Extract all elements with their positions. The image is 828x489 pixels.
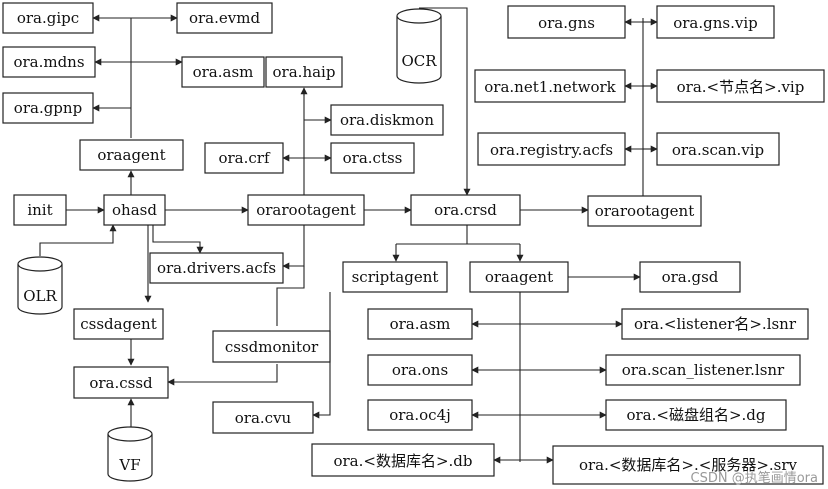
node-oraagent1-label: oraagent (97, 146, 165, 164)
node-cssd: ora.cssd (73, 366, 169, 399)
node-gipc: ora.gipc (2, 2, 94, 34)
node-asm-top-label: ora.asm (193, 63, 254, 81)
node-scan-vip: ora.scan.vip (656, 132, 780, 166)
node-drivers-acfs: ora.drivers.acfs (149, 252, 284, 284)
node-registry-acfs: ora.registry.acfs (477, 132, 626, 166)
edge-cssdmonitor-cssd (167, 364, 278, 386)
edge-olr-ohasd (39, 224, 117, 256)
ocr-label: OCR (401, 52, 437, 70)
vf-storage: VF (107, 426, 153, 482)
node-orarootagent2: orarootagent (587, 195, 702, 227)
node-evmd: ora.evmd (176, 2, 273, 34)
node-asm-label: ora.asm (390, 315, 451, 333)
vf-label: VF (118, 456, 140, 474)
ocr-cylinder-top (396, 8, 442, 24)
node-haip: ora.haip (265, 56, 343, 88)
node-ohasd: ohasd (103, 194, 166, 226)
node-asm: ora.asm (367, 308, 473, 340)
node-scriptagent-label: scriptagent (352, 268, 439, 286)
node-ctss-label: ora.ctss (343, 149, 403, 167)
node-cssd-label: ora.cssd (89, 374, 153, 392)
node-ctss: ora.ctss (330, 142, 415, 174)
node-scan-lsnr: ora.scan_listener.lsnr (605, 354, 801, 386)
edge-orarootagent1-cssdmonitor (276, 266, 305, 326)
node-cssdagent-label: cssdagent (80, 315, 157, 333)
node-net1: ora.net1.network (474, 69, 626, 103)
node-node-vip: ora.<节点名>.vip (656, 69, 825, 103)
node-oraagent2: oraagent (469, 261, 569, 293)
node-dg-label: ora.<磁盘组名>.dg (626, 406, 765, 424)
ocr-storage: OCR (396, 8, 442, 84)
node-asm-top: ora.asm (181, 56, 265, 88)
node-net1-label: ora.net1.network (484, 78, 616, 96)
node-crsd: ora.crsd (410, 194, 521, 226)
node-mdns-label: ora.mdns (13, 53, 84, 71)
node-gpnp: ora.gpnp (2, 92, 94, 124)
node-gns: ora.gns (507, 5, 626, 39)
node-crsd-label: ora.crsd (434, 201, 497, 219)
node-dg: ora.<磁盘组名>.dg (605, 399, 787, 431)
node-init: init (13, 194, 67, 226)
node-ohasd-label: ohasd (112, 201, 157, 219)
node-gns-vip-label: ora.gns.vip (673, 14, 758, 32)
node-scan-vip-label: ora.scan.vip (672, 141, 764, 159)
vf-cylinder-top (107, 426, 153, 442)
node-diskmon-label: ora.diskmon (340, 111, 434, 129)
vf-cylinder-body (107, 434, 153, 482)
node-scriptagent: scriptagent (342, 261, 448, 293)
node-cssdagent: cssdagent (73, 308, 164, 340)
node-lsnr-label: ora.<listener名>.lsnr (634, 315, 797, 333)
node-gsd: ora.gsd (639, 261, 741, 293)
node-db: ora.<数据库名>.db (311, 443, 495, 477)
node-cssdmonitor-label: cssdmonitor (225, 338, 319, 356)
olr-cylinder-body (17, 264, 63, 315)
node-init-label: init (27, 201, 52, 219)
node-cvu: ora.cvu (212, 401, 314, 434)
node-lsnr: ora.<listener名>.lsnr (621, 308, 809, 340)
node-ons-label: ora.ons (392, 361, 448, 379)
node-gipc-label: ora.gipc (17, 9, 79, 27)
olr-storage: OLR (17, 256, 63, 315)
storage-layer: OCR OLR VF (17, 8, 442, 482)
node-drivers-acfs-label: ora.drivers.acfs (157, 259, 276, 277)
edge-crsd-split (396, 225, 520, 245)
ocr-cylinder-body (396, 16, 442, 84)
node-evmd-label: ora.evmd (189, 9, 260, 27)
node-crf: ora.crf (204, 142, 284, 174)
node-diskmon: ora.diskmon (330, 104, 444, 136)
node-gns-label: ora.gns (538, 14, 595, 32)
node-gsd-label: ora.gsd (662, 268, 719, 286)
connectors (39, 7, 658, 464)
node-gns-vip: ora.gns.vip (656, 5, 775, 39)
edge-orarootagent1-drivers-acfs (282, 225, 305, 270)
node-oc4j: ora.oc4j (367, 399, 473, 431)
node-node-vip-label: ora.<节点名>.vip (677, 78, 805, 96)
node-gpnp-label: ora.gpnp (14, 99, 82, 117)
node-mdns: ora.mdns (2, 46, 96, 78)
node-oc4j-label: ora.oc4j (389, 406, 451, 424)
node-scan-lsnr-label: ora.scan_listener.lsnr (622, 361, 785, 379)
olr-cylinder-top (17, 256, 63, 272)
edge-ocr-crsd (419, 7, 471, 196)
node-svc-label: ora.<数据库名>.<服务器>.srv (579, 456, 798, 474)
watermark: CSDN @执笔画情ora (691, 470, 818, 486)
node-ons: ora.ons (367, 354, 473, 386)
node-cssdmonitor: cssdmonitor (212, 330, 331, 363)
node-svc: ora.<数据库名>.<服务器>.srv (552, 445, 824, 485)
node-registry-acfs-label: ora.registry.acfs (490, 141, 613, 159)
node-oraagent2-label: oraagent (485, 268, 553, 286)
node-crf-label: ora.crf (218, 149, 270, 167)
node-cvu-label: ora.cvu (235, 409, 292, 427)
node-db-label: ora.<数据库名>.db (333, 452, 472, 470)
node-oraagent1: oraagent (79, 139, 184, 171)
node-orarootagent1-label: orarootagent (256, 201, 356, 219)
node-haip-label: ora.haip (273, 63, 336, 81)
edge-ohasd-drivers-acfs (152, 225, 204, 254)
node-orarootagent1: orarootagent (247, 194, 365, 226)
olr-label: OLR (23, 287, 57, 305)
node-orarootagent2-label: orarootagent (595, 202, 695, 220)
